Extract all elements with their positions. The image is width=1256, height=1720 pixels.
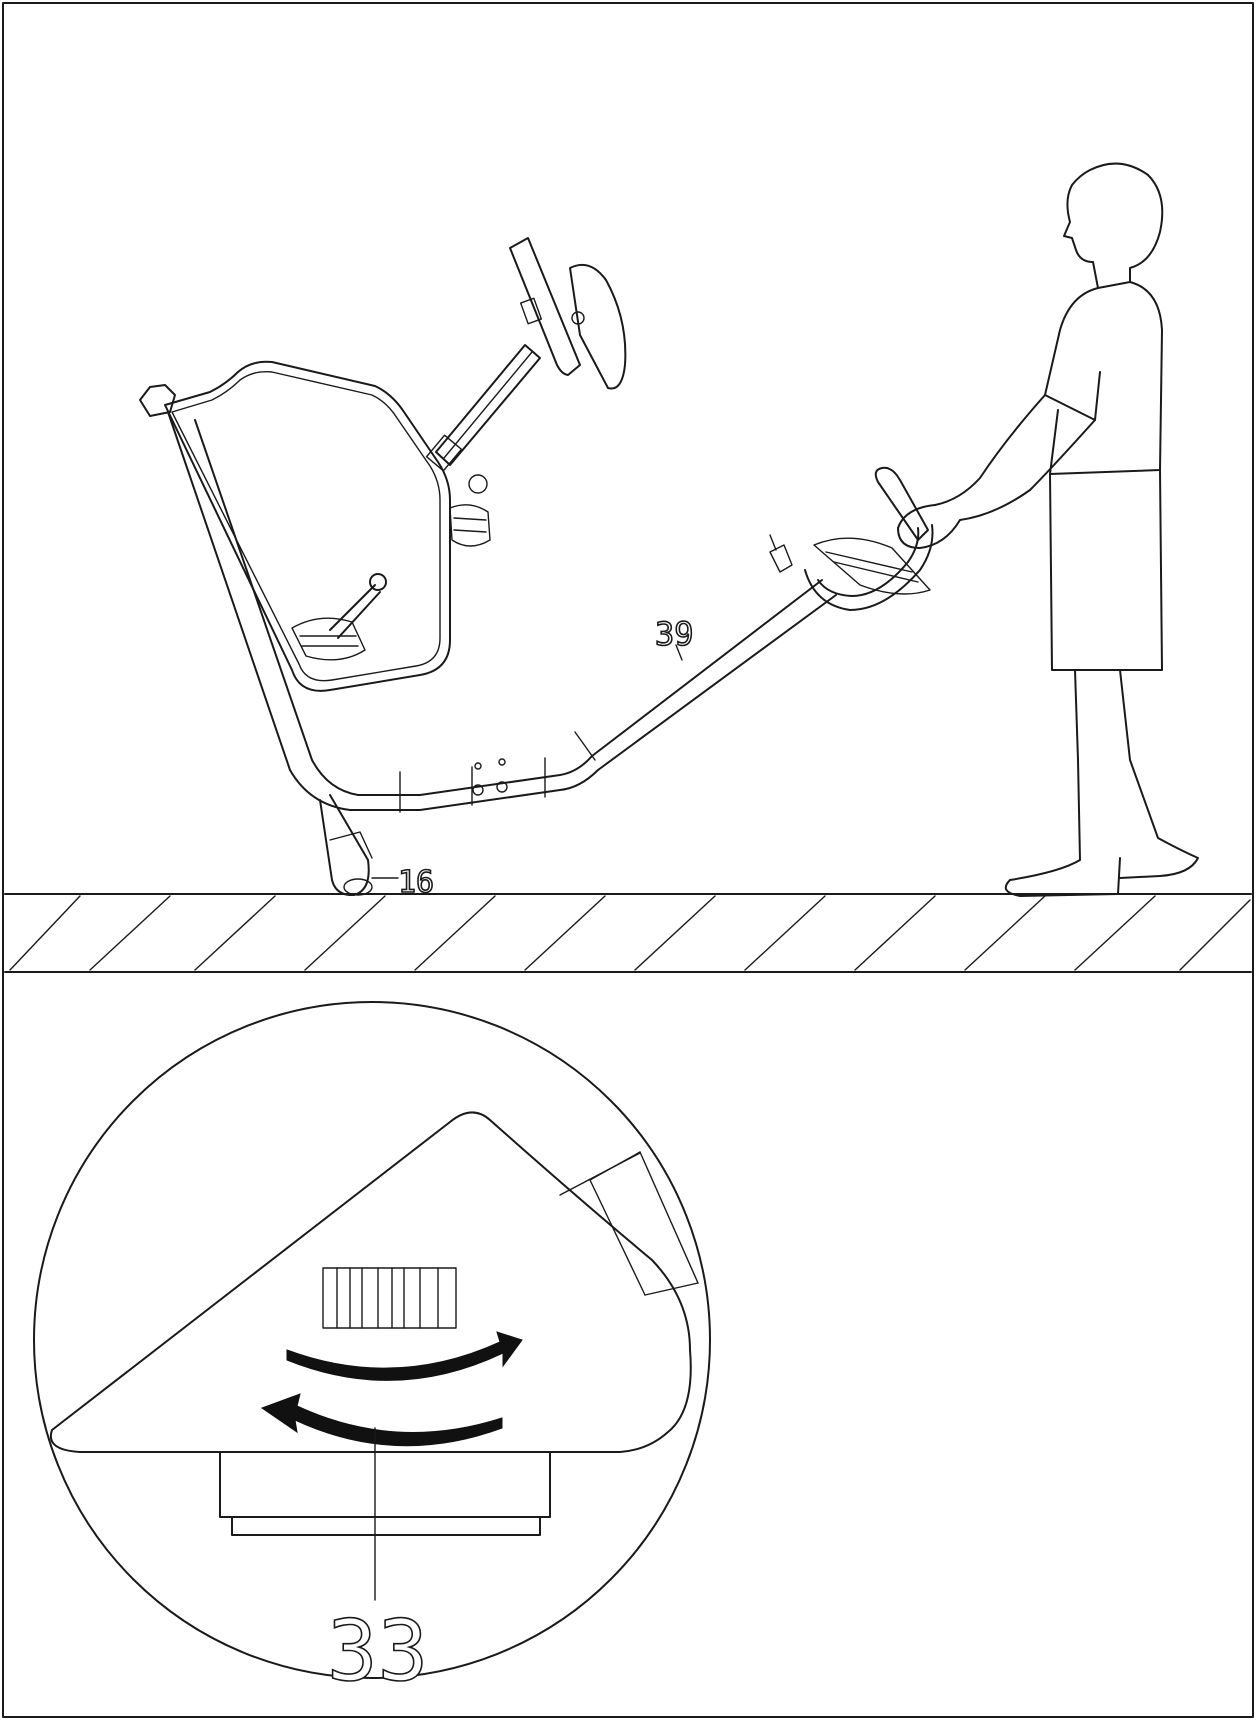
arrow-clockwise-icon (286, 1331, 523, 1381)
callout-16: 16 (371, 864, 435, 901)
arrow-counterclockwise-icon (260, 1393, 503, 1447)
callout-label-33: 33 (327, 1602, 428, 1700)
callout-label-16: 16 (398, 865, 434, 900)
person-figure (897, 162, 1199, 897)
callout-39: 39 (654, 614, 694, 661)
bike-frame (139, 237, 934, 897)
detail-circle (33, 1001, 711, 1679)
callout-label-39: 39 (655, 615, 694, 653)
callout-33: 33 (326, 1601, 429, 1701)
floor-hatch (4, 893, 1252, 973)
